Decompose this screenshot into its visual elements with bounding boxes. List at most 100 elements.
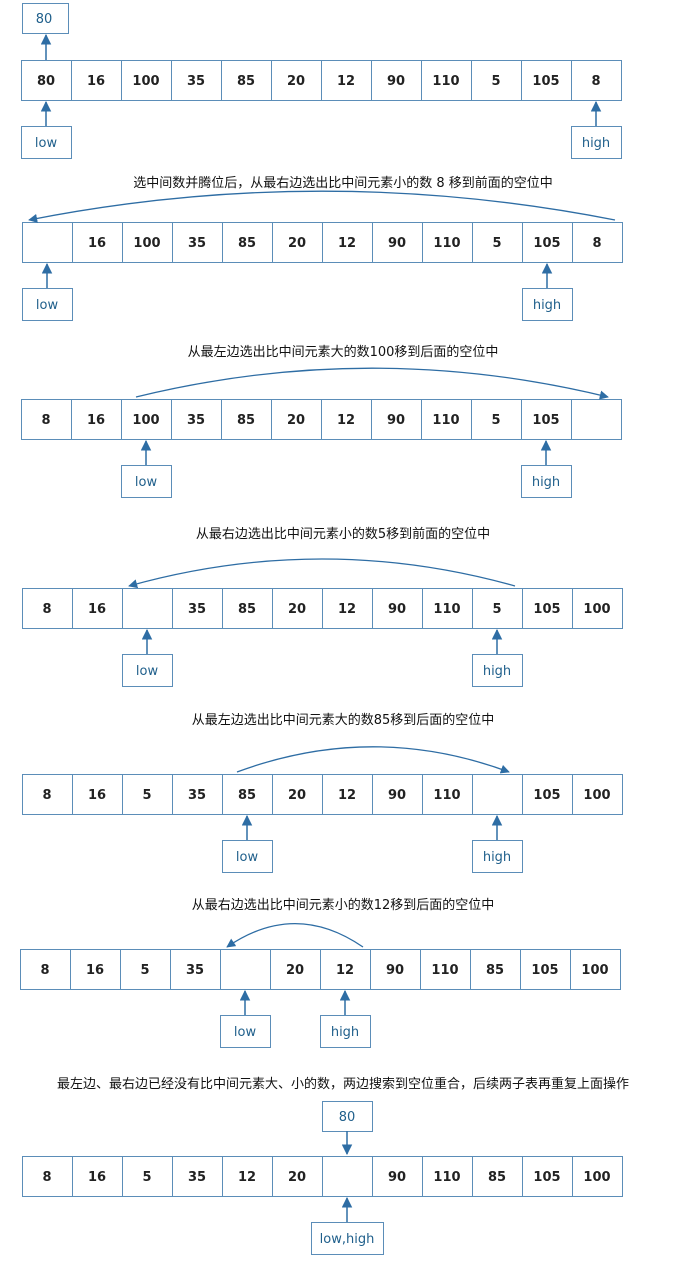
array-cell <box>272 774 323 815</box>
array-cell-value: 105 <box>531 963 558 978</box>
array-cell <box>572 774 623 815</box>
array-cell-value: 20 <box>288 602 306 617</box>
array-cell-value: 85 <box>238 236 256 251</box>
array-cell <box>422 222 473 263</box>
array-cell <box>422 1156 473 1197</box>
pivot-label: 80 <box>339 1110 356 1125</box>
array-cell <box>522 774 573 815</box>
array-cell <box>322 774 373 815</box>
array-cell <box>371 60 422 101</box>
array-cell-value: 16 <box>88 788 106 803</box>
array-cell <box>122 222 173 263</box>
low-pointer-label: low <box>136 664 159 679</box>
array-cell <box>171 399 222 440</box>
low-pointer-box <box>222 840 273 873</box>
array-cell <box>472 222 523 263</box>
array-cell-value: 20 <box>287 413 305 428</box>
array-cell <box>22 588 73 629</box>
array-cell-value: 8 <box>41 413 50 428</box>
array-cell <box>170 949 221 990</box>
array-cell <box>72 1156 123 1197</box>
array-cell-value: 8 <box>42 1170 51 1185</box>
high-pointer-label: high <box>533 298 561 313</box>
array-cell <box>470 949 521 990</box>
array-cell <box>220 949 271 990</box>
array-cell-value: 8 <box>592 236 601 251</box>
array-cell <box>372 222 423 263</box>
move-arrow <box>135 367 609 400</box>
array-cell <box>122 774 173 815</box>
array-cell <box>472 774 523 815</box>
array-cell <box>322 222 373 263</box>
high-pointer-box <box>571 126 622 159</box>
move-arrow <box>128 558 516 589</box>
high-pointer-box <box>320 1015 371 1048</box>
array-cell-value: 90 <box>388 788 406 803</box>
high-pointer-label: high <box>483 850 511 865</box>
array-cell-value: 20 <box>288 788 306 803</box>
step-caption: 从最左边选出比中间元素大的数100移到后面的空位中 <box>188 344 499 360</box>
move-arrow <box>226 923 364 948</box>
array-cell-value: 100 <box>583 1170 610 1185</box>
array-cell <box>222 588 273 629</box>
low-pointer-box <box>122 654 173 687</box>
array-cell-value: 110 <box>433 236 460 251</box>
array-cell-value: 5 <box>492 602 501 617</box>
array-cell <box>571 399 622 440</box>
array-cell <box>222 774 273 815</box>
array-cell-value: 16 <box>87 413 105 428</box>
array-cell <box>570 949 621 990</box>
array-cell-value: 105 <box>533 788 560 803</box>
array-cell-value: 12 <box>337 74 355 89</box>
step-caption: 从最右边选出比中间元素小的数5移到前面的空位中 <box>196 526 490 542</box>
array-cell-value: 16 <box>88 1170 106 1185</box>
high-pointer-label: high <box>532 475 560 490</box>
array-cell <box>122 588 173 629</box>
array-cell <box>322 588 373 629</box>
array-cell-value: 5 <box>142 1170 151 1185</box>
array-cell-value: 35 <box>187 413 205 428</box>
array-cell-value: 35 <box>188 788 206 803</box>
array-cell-value: 35 <box>188 602 206 617</box>
low-pointer-box <box>21 126 72 159</box>
low-pointer-box <box>121 465 172 498</box>
step-caption: 从最右边选出比中间元素小的数12移到后面的空位中 <box>192 897 495 913</box>
array-cell-value: 35 <box>188 236 206 251</box>
array-cell <box>521 399 572 440</box>
array-cell-value: 16 <box>87 74 105 89</box>
array-cell <box>572 222 623 263</box>
array-cell-value: 100 <box>133 236 160 251</box>
array-cell <box>21 60 72 101</box>
high-pointer-box <box>472 840 523 873</box>
array-cell-value: 105 <box>533 1170 560 1185</box>
array-cell-value: 85 <box>238 602 256 617</box>
array-cell-value: 16 <box>86 963 104 978</box>
low-pointer-label: low <box>236 850 259 865</box>
array-cell <box>520 949 571 990</box>
array-cell-value: 85 <box>237 413 255 428</box>
low-pointer-box <box>220 1015 271 1048</box>
array-cell-value: 8 <box>40 963 49 978</box>
array-cell <box>72 222 123 263</box>
array-cell-value: 85 <box>238 788 256 803</box>
array-cell <box>371 399 422 440</box>
array-cell <box>421 60 472 101</box>
array-cell <box>472 1156 523 1197</box>
array-cell-value: 110 <box>433 602 460 617</box>
array-cell-value: 5 <box>491 74 500 89</box>
array-cell-value: 20 <box>288 236 306 251</box>
low-pointer-box <box>22 288 73 321</box>
array-cell <box>72 588 123 629</box>
low-pointer-label: low <box>35 136 58 151</box>
array-cell-value: 12 <box>336 963 354 978</box>
array-cell <box>120 949 171 990</box>
low-pointer-label: low <box>234 1025 257 1040</box>
array-cell-value: 110 <box>432 413 459 428</box>
array-cell-value: 110 <box>432 74 459 89</box>
array-cell <box>71 399 122 440</box>
step-caption: 选中间数并腾位后，从最右边选出比中间元素小的数 8 移到前面的空位中 <box>133 175 553 191</box>
array-cell <box>21 399 72 440</box>
array-cell <box>471 399 522 440</box>
low-pointer-label: low,high <box>320 1232 375 1247</box>
